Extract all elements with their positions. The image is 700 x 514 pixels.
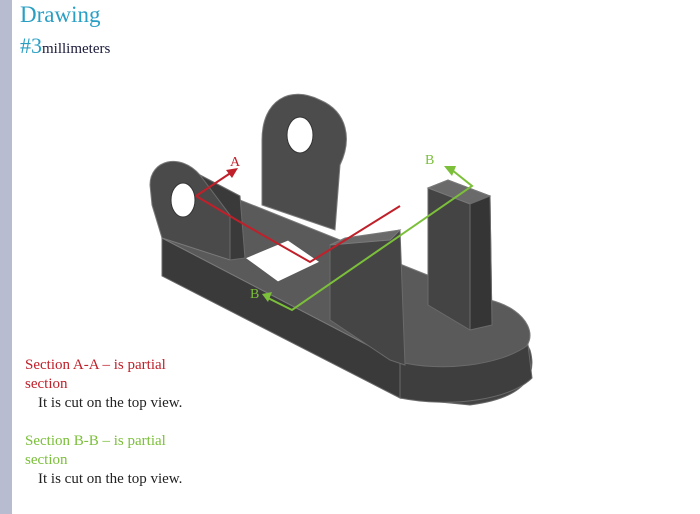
section-a-cut-line [195,195,401,264]
section-b-top-arrowhead [444,166,456,176]
section-a-arrowhead [226,168,238,178]
section-a-arrow-shaft [195,171,233,197]
section-b-note: Section B-B – is partial section It is c… [25,432,225,489]
section-b-top-label: B [425,153,434,168]
base-window-cutout [243,239,321,283]
drawing-number: #3millimeters [20,33,110,59]
rear-lug-hole [286,116,314,154]
section-a-note-line2: section [25,376,68,392]
left-lug-side [199,174,246,261]
right-upright-side [469,195,493,331]
rear-lug-face [261,93,347,231]
section-b-note-line2: section [25,452,68,468]
section-a-note-line3: It is cut on the top view. [38,395,183,411]
drawing-number-value: #3 [20,33,42,58]
section-a-note: Section A-A – is partial section It is c… [25,356,225,413]
section-b-cut-line [267,169,474,312]
section-b-bottom-label: B [250,287,259,302]
left-lug-hole [170,182,196,218]
section-a-note-line1: Section A-A – is partial [25,357,166,373]
section-a-label: A [230,155,241,170]
slide-left-bar [0,0,12,514]
units-label: millimeters [42,41,111,57]
base-rounded-end [399,344,533,403]
section-b-bottom-arrowhead [262,292,272,302]
section-b-note-line1: Section B-B – is partial [25,433,166,449]
section-b-note-line3: It is cut on the top view. [38,471,183,487]
center-rib-top [329,229,402,246]
slide-title: Drawing [20,2,101,27]
